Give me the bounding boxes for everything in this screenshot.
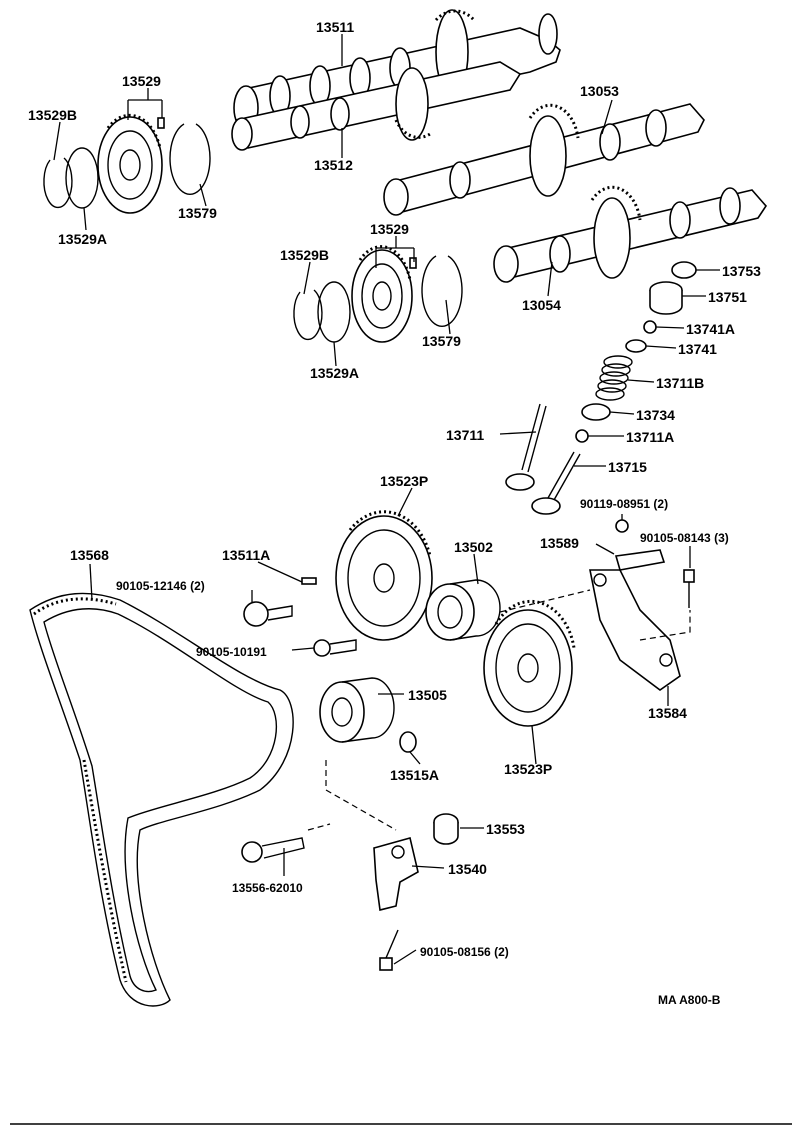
snap-ring-13529b-a — [43, 157, 73, 209]
camshaft-13512 — [231, 61, 522, 151]
timing-gear-13529-a — [97, 113, 163, 214]
exhaust-valve-13715 — [531, 451, 581, 515]
wave-washer-13529a-a — [65, 147, 99, 209]
label-13523p-top: 13523P — [380, 473, 428, 489]
pin-13511a — [301, 577, 317, 585]
label-13711: 13711 — [446, 427, 484, 443]
label-13579-b: 13579 — [422, 333, 461, 349]
seal-13734 — [581, 403, 611, 421]
label-13734: 13734 — [636, 407, 675, 423]
keeper-13741a — [643, 320, 657, 334]
label-90105-08156: 90105-08156 (2) — [420, 945, 509, 959]
label-13529b-a: 13529B — [28, 107, 77, 123]
plate-13589 — [614, 519, 666, 571]
snap-ring-13579-a — [169, 123, 211, 195]
leader-lines — [53, 34, 720, 965]
tensioner-13540 — [373, 837, 419, 911]
bolt-90105-10191 — [313, 639, 357, 657]
label-13711a: 13711A — [626, 429, 674, 445]
label-13505: 13505 — [408, 687, 447, 703]
label-13711b: 13711B — [656, 375, 704, 391]
label-13529a-b: 13529A — [310, 365, 359, 381]
idler-pulley-13502 — [425, 579, 501, 641]
tensioner-pulley-13505 — [319, 677, 395, 743]
bracket-13584 — [589, 569, 681, 691]
label-90105-08143: 90105-08143 (3) — [640, 531, 729, 545]
label-13751: 13751 — [708, 289, 747, 305]
label-13529-b: 13529 — [370, 221, 409, 237]
label-13512: 13512 — [314, 157, 353, 173]
label-13523p-bottom: 13523P — [504, 761, 552, 777]
pin-13529-b — [409, 257, 417, 269]
pin-13529-a — [157, 117, 165, 129]
plug-13553 — [433, 813, 459, 845]
wave-washer-13529a-b — [317, 281, 351, 343]
bolt-13556-62010 — [241, 837, 305, 863]
label-13715: 13715 — [608, 459, 647, 475]
label-13529-a: 13529 — [122, 73, 161, 89]
label-90105-10191: 90105-10191 — [196, 645, 267, 659]
diagram-code: MA A800-B — [658, 993, 721, 1007]
retainer-13741 — [625, 339, 647, 353]
label-13540: 13540 — [448, 861, 487, 877]
label-13529b-b: 13529B — [280, 247, 329, 263]
bolt-90105-08156 — [379, 929, 399, 971]
intake-valve-13711 — [505, 403, 547, 491]
bolt-90105-12146 — [243, 601, 293, 627]
label-13568: 13568 — [70, 547, 109, 563]
label-13579-a: 13579 — [178, 205, 217, 221]
snap-ring-13529b-b — [293, 289, 323, 341]
label-13511: 13511 — [316, 19, 354, 35]
label-13553: 13553 — [486, 821, 525, 837]
timing-gear-13529-b — [351, 245, 413, 343]
lifter-13751 — [649, 281, 683, 315]
label-13753: 13753 — [722, 263, 761, 279]
camshaft-13054 — [493, 185, 768, 283]
label-90105-12146: 90105-12146 (2) — [116, 579, 205, 593]
bolt-90105-08143 — [683, 569, 695, 608]
timing-belt-13568 — [29, 592, 294, 1007]
label-13584: 13584 — [648, 705, 687, 721]
valve-spring-13711b — [595, 355, 633, 401]
camshaft-13053 — [383, 103, 705, 216]
label-13741: 13741 — [678, 341, 717, 357]
label-13589: 13589 — [540, 535, 579, 551]
snap-ring-13579-b — [421, 255, 463, 327]
spacer-13515a — [399, 731, 417, 753]
cam-pulley-13523p-top — [335, 510, 433, 641]
label-13741a: 13741A — [686, 321, 735, 337]
label-13529a-a: 13529A — [58, 231, 107, 247]
label-13054: 13054 — [522, 297, 561, 313]
label-13515a: 13515A — [390, 767, 439, 783]
label-13556-62010: 13556-62010 — [232, 881, 303, 895]
cam-pulley-13523p-bottom — [483, 599, 576, 727]
seat-13711a — [575, 429, 589, 443]
label-13511a: 13511A — [222, 547, 270, 563]
label-13053: 13053 — [580, 83, 619, 99]
shim-13753 — [671, 261, 697, 279]
label-13502: 13502 — [454, 539, 493, 555]
label-90119-08951: 90119-08951 (2) — [580, 497, 668, 511]
